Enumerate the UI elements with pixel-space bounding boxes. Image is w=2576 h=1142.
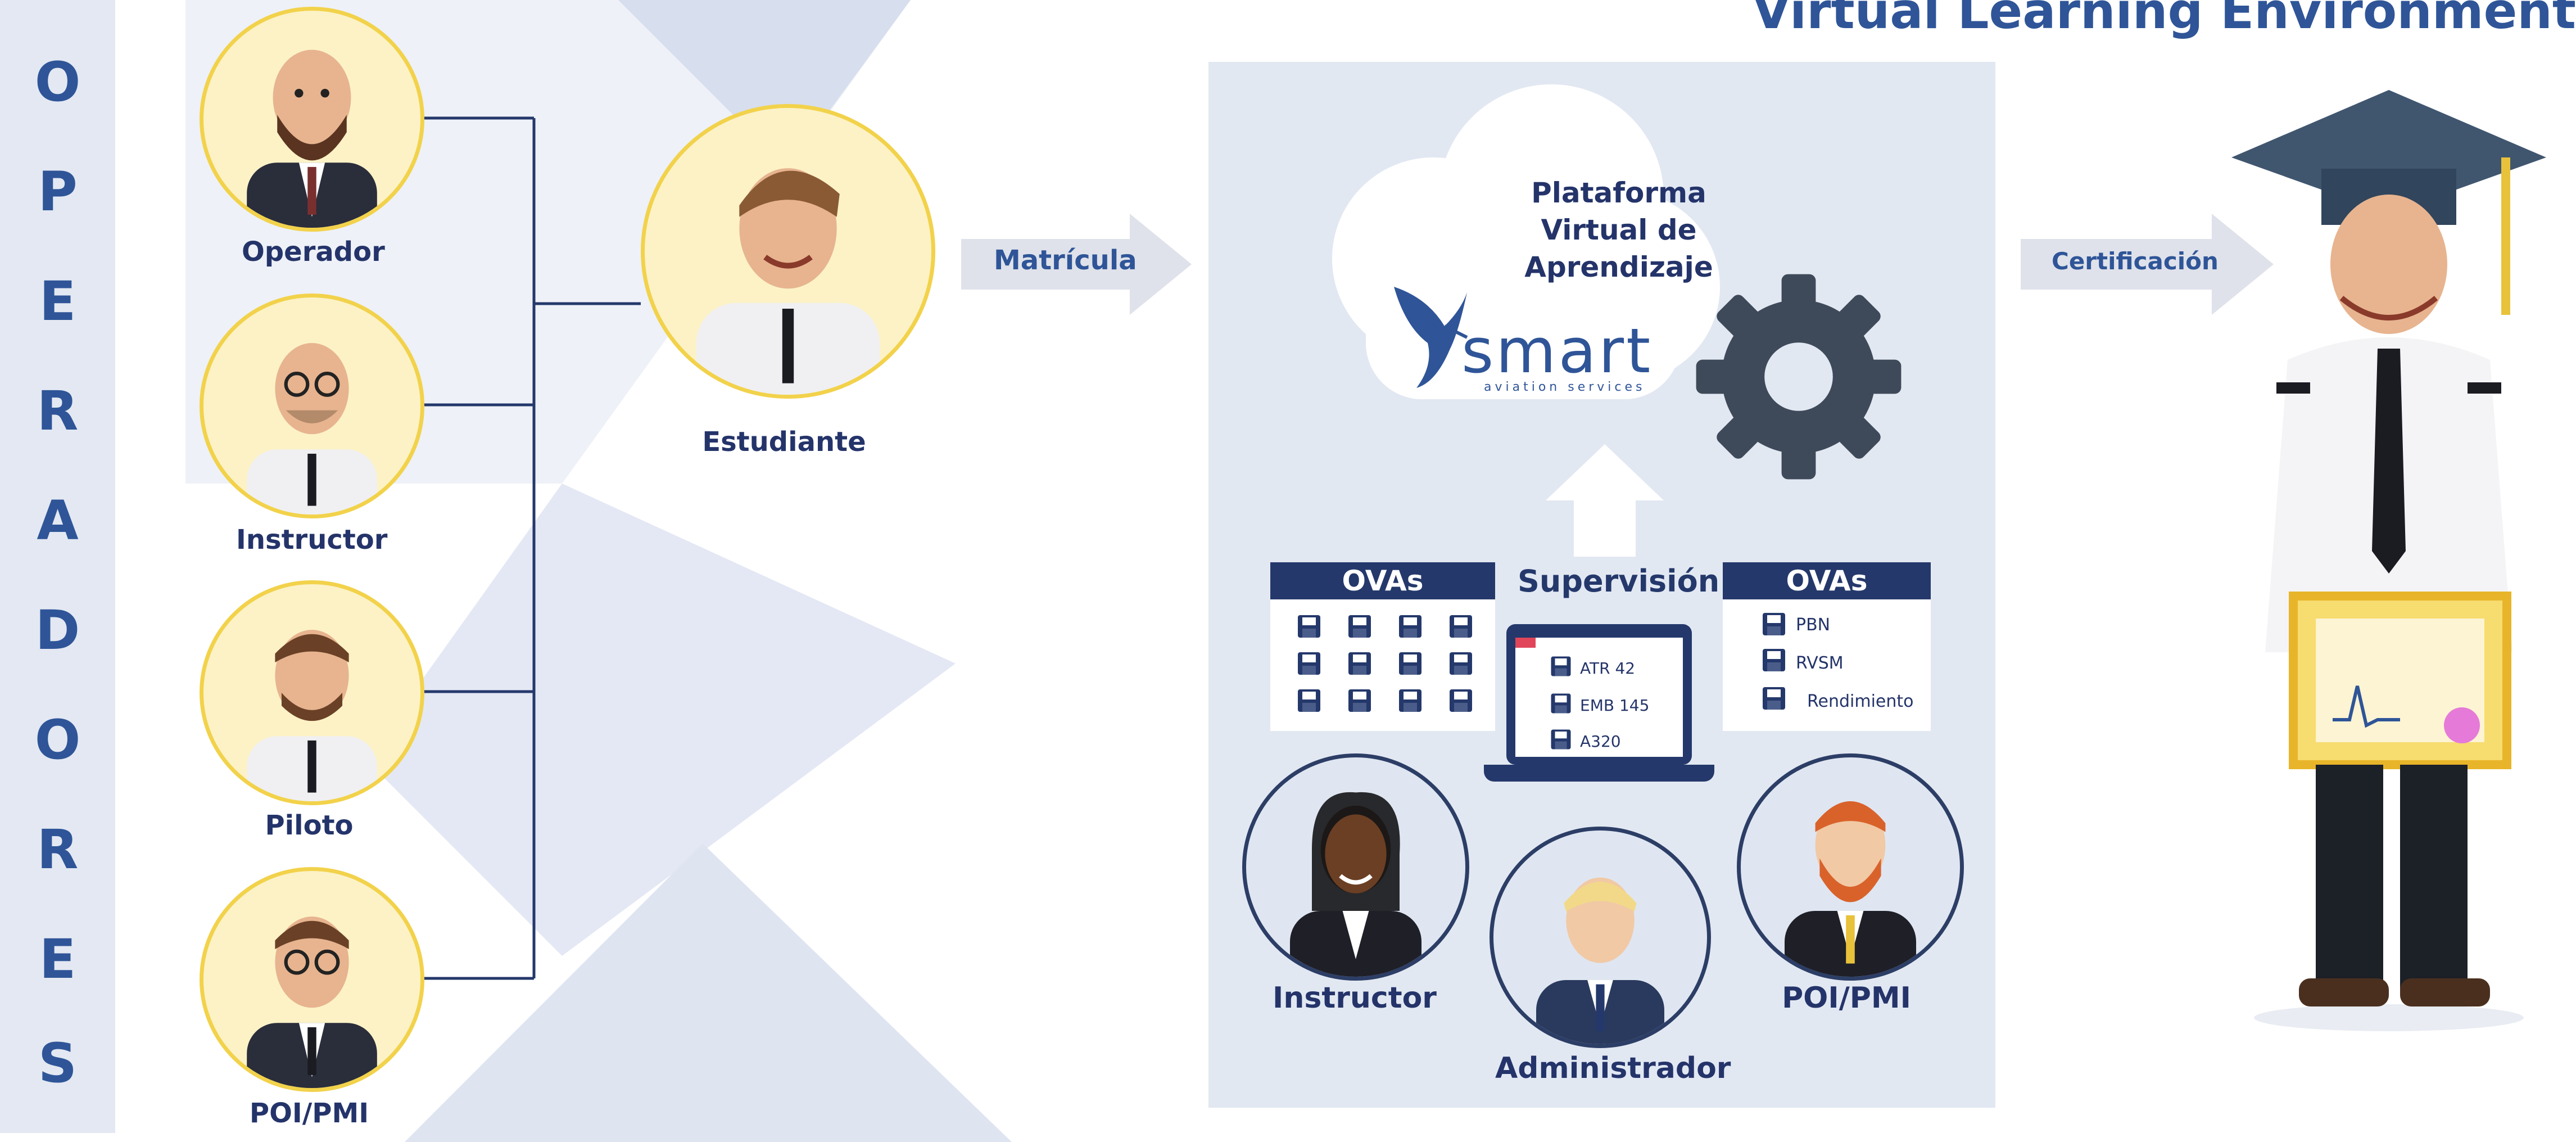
instructor-role-label: Instructor <box>1273 981 1437 1015</box>
file-icon <box>1399 689 1421 712</box>
banner-letter: A <box>37 489 79 552</box>
logo-subtext: aviation services <box>1484 380 1646 394</box>
file-icon <box>1763 687 1785 710</box>
banner-letter: P <box>38 160 78 223</box>
ovas-left-box: OVAs <box>1270 562 1495 731</box>
file-icon <box>1348 652 1371 675</box>
instructor-role-avatar <box>1242 753 1469 981</box>
banner-letter: R <box>37 380 79 443</box>
file-icon <box>1763 613 1785 635</box>
matricula-arrow <box>961 214 1192 315</box>
instructor-label: Instructor <box>236 524 388 556</box>
file-icon <box>1298 689 1320 712</box>
ovas-left-header: OVAs <box>1270 562 1495 599</box>
ovas-item: PBN <box>1796 615 1831 635</box>
laptop-item: ATR 42 <box>1580 659 1636 678</box>
ovas-item: RVSM <box>1796 653 1844 673</box>
laptop-base <box>1484 765 1714 782</box>
administrador-avatar <box>1490 827 1711 1048</box>
cloud-shape <box>1332 84 1720 399</box>
file-icon <box>1450 689 1472 712</box>
banner-letter: E <box>39 928 76 991</box>
banner-letter: O <box>34 708 81 771</box>
ovas-right-header: OVAs <box>1723 562 1931 599</box>
hummingbird-icon <box>1394 287 1468 388</box>
file-icon <box>1348 615 1371 638</box>
up-arrow-icon <box>1546 444 1664 557</box>
operador-avatar <box>200 7 424 232</box>
instructor-avatar <box>200 294 424 518</box>
page-title: Virtual Learning Environment <box>1752 0 2576 40</box>
banner-letter: O <box>34 51 81 114</box>
laptop-item: A320 <box>1580 732 1621 751</box>
cloud-title-line: Plataforma <box>1531 177 1706 209</box>
certificacion-label: Certificación <box>2052 247 2219 275</box>
cloud-title-line: Virtual de <box>1541 214 1697 246</box>
poi-pmi-label: POI/PMI <box>249 1098 369 1129</box>
file-icon <box>1551 729 1571 750</box>
graduate-figure <box>2231 90 2546 1031</box>
estudiante-label: Estudiante <box>702 426 866 458</box>
file-icon <box>1763 649 1785 671</box>
poi-pmi-avatar <box>200 867 424 1092</box>
cloud-title: Plataforma Virtual de Aprendizaje <box>1518 174 1720 286</box>
file-icon <box>1551 693 1571 714</box>
certificacion-arrow <box>2021 214 2274 315</box>
cloud-title-line: Aprendizaje <box>1524 251 1713 283</box>
laptop-item: EMB 145 <box>1580 696 1650 715</box>
matricula-label: Matrícula <box>994 245 1137 276</box>
gear-icon <box>1696 274 1902 480</box>
banner-letter: S <box>38 1032 78 1095</box>
logo-text: smart <box>1461 315 1653 387</box>
banner-letter: D <box>35 599 80 662</box>
operador-label: Operador <box>242 236 385 268</box>
poi-pmi-role-label: POI/PMI <box>1782 981 1911 1015</box>
poi-pmi-role-avatar <box>1737 753 1964 981</box>
file-icon <box>1348 689 1371 712</box>
file-icon <box>1551 656 1571 676</box>
operadores-banner: O P E R A D O R E S <box>0 0 115 1133</box>
piloto-label: Piloto <box>265 810 354 841</box>
laptop-display: ATR 42 EMB 145 A320 <box>1515 638 1683 757</box>
window-tab <box>1515 638 1536 648</box>
estudiante-avatar <box>641 104 935 399</box>
supervision-label: Supervisión <box>1518 563 1720 599</box>
laptop-screen: ATR 42 EMB 145 A320 <box>1506 624 1692 765</box>
ovas-item: Rendimiento <box>1807 692 1914 711</box>
banner-letter: R <box>37 818 79 881</box>
ovas-right-box: OVAs PBN RVSM Rendimiento <box>1723 562 1931 731</box>
file-icon <box>1399 615 1421 638</box>
file-icon <box>1450 615 1472 638</box>
file-icon <box>1450 652 1472 675</box>
banner-letter: E <box>39 270 76 333</box>
administrador-label: Administrador <box>1495 1051 1731 1085</box>
file-icon <box>1298 652 1320 675</box>
file-icon <box>1399 652 1421 675</box>
file-icon <box>1298 615 1320 638</box>
piloto-avatar <box>200 580 424 805</box>
